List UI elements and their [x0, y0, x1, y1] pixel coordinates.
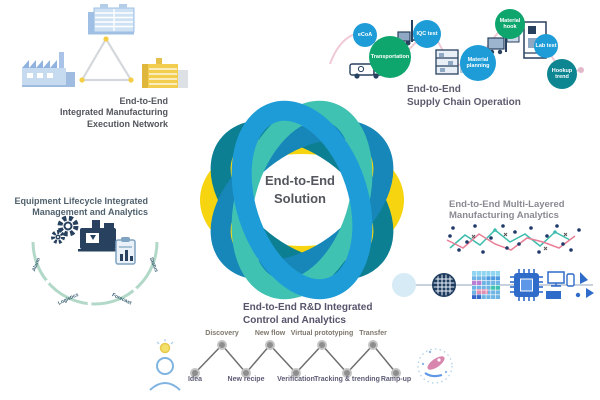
gear-icon	[51, 215, 79, 244]
heading-line: Execution Network	[86, 118, 168, 129]
idea-person-icon	[149, 339, 181, 391]
heading-line: Management and Analytics	[32, 207, 148, 218]
rnd-flow-graphic	[149, 339, 453, 391]
heading-line: End-to-End	[264, 173, 336, 188]
heading-line: Control and Analytics	[243, 315, 346, 326]
heading-line: Integrated Manufacturing	[59, 107, 168, 118]
supply-step-label: Hookup trend	[551, 67, 573, 80]
heading-line: Manufacturing Analytics	[449, 210, 559, 222]
flow-label-tracking-trending: Tracking & trending	[314, 376, 380, 383]
supply-step-label: eCoA	[357, 31, 373, 38]
chip-icon	[510, 269, 543, 301]
supply-step-label: Transportation	[370, 53, 410, 60]
rocket-icon	[417, 348, 453, 384]
rnd-heading: End-to-End R&D Integrated Control and An…	[243, 301, 372, 327]
flow-label-new-flow: New flow	[254, 330, 286, 337]
supply-step-label: Material planning	[466, 56, 490, 69]
analytics-heading: End-to-End Multi-Layered Manufacturing A…	[449, 199, 594, 222]
center-solution-label: End-to-End Solution	[250, 172, 350, 207]
lifecycle-arc	[31, 241, 159, 306]
triangle-connector	[79, 36, 134, 83]
factory-icon	[22, 52, 75, 87]
clipboard-icon	[115, 237, 136, 265]
smt-machine-icon	[78, 220, 118, 252]
arc-labels: Alarm Logistics Forecast Status	[31, 257, 159, 306]
arc-label: Alarm	[31, 257, 42, 273]
flow-nodes	[190, 340, 401, 378]
heading-line: End-to-End	[407, 84, 461, 95]
arc-gap-dots	[45, 279, 137, 306]
office-building-icon	[88, 4, 135, 35]
manufacturing-network-graphic	[22, 4, 188, 88]
flow-end-dot	[578, 67, 584, 73]
supply-step-iqc-test: IQC test	[413, 20, 441, 48]
equipment-heading: Equipment Lifecycle Integrated Managemen…	[2, 196, 148, 219]
supply-step-material-hook: Material hook	[495, 9, 525, 39]
heading-line: Solution	[274, 190, 326, 206]
supply-step-material-planning: Material planning	[460, 45, 496, 81]
flow-label-virtual-prototyping: Virtual prototyping	[290, 330, 354, 337]
heading-line: End-to-End	[119, 96, 169, 106]
supply-step-label: Material hook	[499, 17, 521, 30]
supply-step-label: IQC test	[416, 30, 438, 37]
flow-label-verification: Verification	[277, 376, 315, 383]
flow-label-transfer: Transfer	[359, 330, 387, 337]
lot-circle-icon	[392, 273, 416, 297]
manufacturing-network-heading: End-to-End Integrated Manufacturing Exec…	[40, 96, 168, 130]
supply-step-transportation: Transportation	[369, 36, 411, 78]
yellow-building-icon	[142, 58, 188, 88]
supply-step-hookup-trend: Hookup trend	[547, 59, 577, 89]
knot-logo	[200, 100, 404, 300]
scatter-chart-icon	[446, 224, 581, 254]
flow-label-discovery: Discovery	[205, 330, 239, 337]
equipment-graphic: Alarm Logistics Forecast Status	[31, 215, 159, 306]
flow-label-ramp-up: Ramp-up	[380, 376, 412, 383]
heading-line: End-to-End Multi-Layered	[449, 199, 565, 210]
supply-step-lab-test: Lab test	[534, 34, 558, 58]
flow-label-idea: Idea	[187, 376, 202, 383]
supply-step-label: Lab test	[535, 42, 557, 49]
flow-label-new-recipe: New recipe	[227, 376, 265, 383]
heading-line: Supply Chain Operation	[407, 96, 521, 108]
wafer-map-icon	[472, 271, 500, 299]
wafer-icon	[432, 273, 456, 297]
heading-line: Equipment Lifecycle Integrated	[14, 196, 148, 206]
arc-label: Status	[148, 257, 159, 274]
devices-icon	[546, 271, 594, 299]
supply-chain-heading: End-to-End Supply Chain Operation	[407, 84, 521, 109]
heading-line: End-to-End R&D Integrated	[243, 302, 373, 313]
analytics-icon-row	[392, 269, 594, 301]
